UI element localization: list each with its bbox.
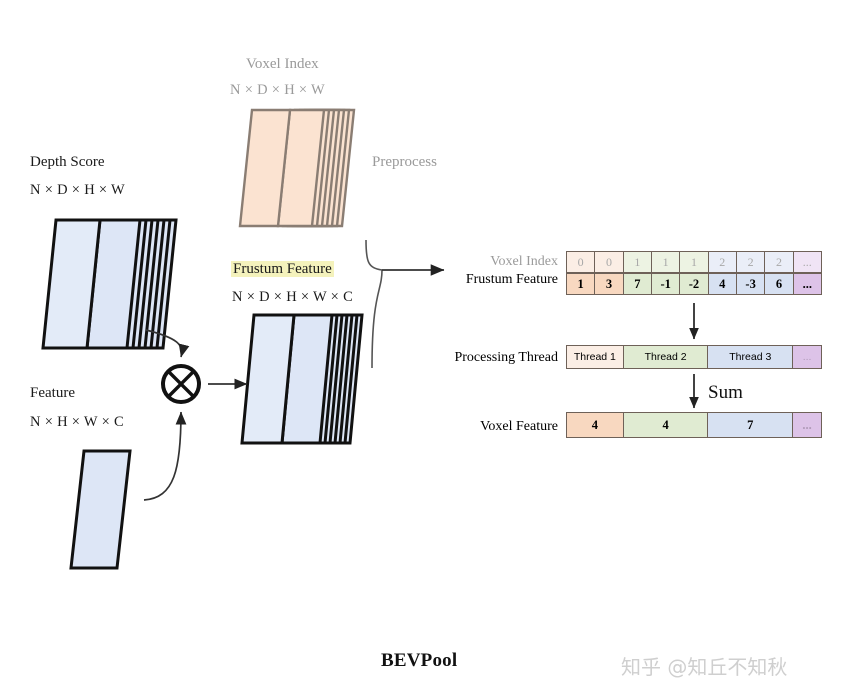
circled-times-icon xyxy=(159,362,203,406)
frustum-feature-tensor-stack xyxy=(240,313,364,453)
table-row-label-frustum-feature: Frustum Feature xyxy=(465,272,558,287)
preprocess-label: Preprocess xyxy=(372,154,437,170)
table-cell: -1 xyxy=(651,274,681,294)
table-cell: ... xyxy=(793,413,822,437)
frustum-feature-title-text: Frustum Feature xyxy=(231,261,334,277)
table-cell: 7 xyxy=(623,274,652,294)
frustum-feature-title: Frustum Feature xyxy=(231,261,334,278)
table-cell: 0 xyxy=(595,252,624,272)
table-cell: Thread 3 xyxy=(708,346,794,368)
table-row-label-voxel-index: Voxel Index xyxy=(490,254,558,269)
table-cell: -3 xyxy=(736,274,766,294)
feature-tensor-plane xyxy=(52,448,152,573)
table-cell: 2 xyxy=(708,252,737,272)
table-cell: 1 xyxy=(567,274,596,294)
voxel-index-dims: N × D × H × W xyxy=(230,82,326,98)
table-cell: 1 xyxy=(623,252,652,272)
depth-score-dims: N × D × H × W xyxy=(30,182,126,198)
table-cell: ... xyxy=(793,274,821,294)
table-cell: 7 xyxy=(708,413,794,437)
tensor-slab xyxy=(41,218,178,358)
tensor-slab xyxy=(52,448,152,573)
table-row-label-voxel-feature: Voxel Feature xyxy=(480,419,558,434)
watermark: 知乎 @知丘不知秋 xyxy=(621,655,788,679)
feature-dims: N × H × W × C xyxy=(30,414,124,430)
table-row-label-processing-thread: Processing Thread xyxy=(454,350,558,365)
table-cell: Thread 2 xyxy=(623,346,709,368)
voxel-index-title: Voxel Index xyxy=(246,56,319,72)
table-cell: 4 xyxy=(708,274,737,294)
page-title: BEVPool xyxy=(381,650,458,671)
table-cell: 4 xyxy=(623,413,709,437)
tensor-slab xyxy=(238,108,356,236)
frustum-feature-dims: N × D × H × W × C xyxy=(232,289,354,305)
table-cell: 1 xyxy=(651,252,681,272)
table-cell: -2 xyxy=(680,274,709,294)
table-cell: 4 xyxy=(567,413,624,437)
table-cell: 2 xyxy=(765,252,794,272)
depth-score-tensor-stack xyxy=(41,218,178,358)
voxel-index-tensor-stack xyxy=(238,108,356,236)
tensor-slab xyxy=(240,313,364,453)
table-cell: ... xyxy=(793,346,822,368)
feature-title: Feature xyxy=(30,385,75,401)
sum-label: Sum xyxy=(708,382,743,403)
table-cell: Thread 1 xyxy=(567,346,624,368)
table-cell: 1 xyxy=(680,252,709,272)
table-cell: 3 xyxy=(595,274,624,294)
depth-score-title: Depth Score xyxy=(30,154,105,170)
table-cell: 6 xyxy=(765,274,794,294)
table-cell: ... xyxy=(793,252,821,272)
table-cell: 0 xyxy=(567,252,596,272)
table-cell: 2 xyxy=(736,252,766,272)
